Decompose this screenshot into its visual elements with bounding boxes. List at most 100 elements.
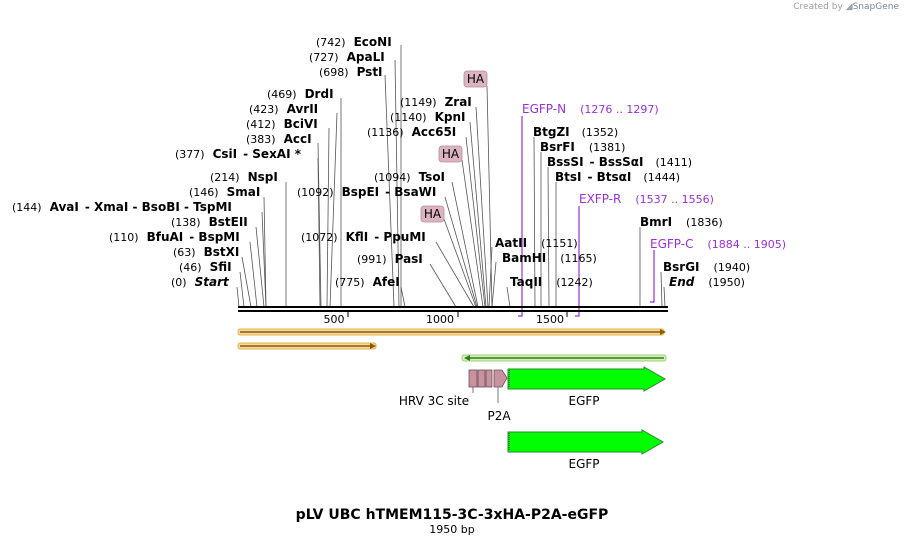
site-labels-left: (742)EcoNI (727)ApaLI (698)PstI (469)Drd… [12, 35, 392, 289]
egfp-label-2: EGFP [568, 457, 599, 471]
feature-ticks [472, 387, 499, 403]
site-pos: (1352) [582, 126, 619, 139]
site-label: (1094) TsoI [374, 170, 445, 184]
site-name: PasI [395, 252, 423, 266]
site-extra: - BtsαI [588, 170, 632, 184]
site-label: TaqII (1242) [510, 275, 593, 289]
site-pos: (775) [335, 276, 365, 289]
site-name: KpnI [435, 110, 466, 124]
credit-brand: SnapGene [852, 2, 899, 12]
primer-label: EGFP-C(1884 .. 1905) [650, 237, 786, 251]
site-name: DrdI [305, 87, 334, 101]
site-pos: (1149) [400, 96, 437, 109]
site-pos: (1140) [390, 111, 427, 124]
site-pos: (1092) [297, 186, 334, 199]
site-label: (1092)BspEI- BsaWI [297, 185, 436, 199]
site-pos: (1094) [374, 171, 411, 184]
site-pos: (423) [249, 103, 279, 116]
site-extra: - BsaWI [385, 185, 436, 199]
primer-range: (1537 .. 1556) [635, 193, 714, 206]
site-name: SfiI [210, 260, 232, 274]
site-labels-right: BtgZI(1352) BsrFI(1381) BssSI- BssSαI(14… [495, 125, 750, 289]
ha-tag-3: HA [420, 205, 445, 223]
hrv-3c-label: HRV 3C site [399, 394, 469, 408]
site-pos: (1444) [643, 171, 680, 184]
site-label: (377) CsiI - SexAI * [175, 147, 302, 161]
site-label: (146) SmaI [189, 185, 260, 199]
site-name: ApaLI [347, 50, 385, 64]
site-leader-lines [236, 45, 666, 308]
site-extra: - SexAI * [243, 147, 302, 161]
primer-labels: EGFP-N(1276 .. 1297) EXFP-R(1537 .. 1556… [522, 102, 786, 251]
site-pos: (1940) [714, 261, 751, 274]
egfp-arrow-2 [507, 429, 665, 455]
site-name: BciVI [284, 117, 318, 131]
site-name: BfuAI [147, 230, 184, 244]
site-label: (1072)KflI- PpuMI [301, 230, 426, 244]
site-label: (469) DrdI [267, 87, 334, 101]
site-label: (412) BciVI [246, 117, 318, 131]
site-name: AccI [284, 132, 312, 146]
site-label: (0)Start [171, 275, 230, 289]
site-label: BsrGI (1940) [663, 260, 750, 274]
primer-brackets [518, 116, 655, 317]
site-name: Acc65I [412, 125, 457, 139]
site-name: TsoI [419, 170, 445, 184]
site-label: BmrI(1836) [640, 215, 723, 229]
site-name: SmaI [227, 185, 261, 199]
orf-bars [237, 328, 667, 362]
site-name: AfeI [373, 275, 400, 289]
site-name: AvaI [50, 200, 79, 214]
site-label: End(1950) [669, 275, 745, 289]
site-label: BssSI- BssSαI(1411) [547, 155, 692, 169]
site-pos: (1836) [686, 216, 723, 229]
primer-range: (1884 .. 1905) [707, 238, 786, 251]
site-pos: (1242) [556, 276, 593, 289]
site-name: TaqII [510, 275, 542, 289]
site-name: Start [195, 275, 230, 289]
ruler-500: 500 [324, 313, 345, 326]
site-pos: (1411) [656, 156, 693, 169]
site-label: AatII(1151) [495, 236, 578, 250]
ha-leader-lines [443, 85, 493, 308]
site-name: AvrII [287, 102, 319, 116]
ruler-ticks: 500 1000 1500 [324, 313, 565, 326]
site-pos: (469) [267, 88, 297, 101]
site-extra: - BspMI [189, 230, 239, 244]
dna-backbone [238, 306, 668, 317]
site-pos: (1136) [367, 126, 404, 139]
site-label: (214)NspI [210, 170, 278, 184]
site-label: BamHI(1165) [502, 251, 597, 265]
site-label: (775) AfeI [335, 275, 400, 289]
site-pos: (146) [189, 186, 219, 199]
site-name: BsrFI [540, 140, 575, 154]
site-label: (383)AccI [246, 132, 312, 146]
site-label: (727) ApaLI [309, 50, 385, 64]
hrv-ha-blocks [468, 369, 508, 388]
credit-prefix: Created by [793, 2, 843, 12]
site-name: BstXI [204, 245, 240, 259]
snapgene-credit: Created by ◢SnapGene [793, 2, 899, 12]
site-label: (1149)ZraI [400, 95, 472, 109]
site-label: (144)AvaI- XmaI - BsoBI - TspMI [12, 200, 232, 214]
site-label: BtsI- BtsαI(1444) [555, 170, 680, 184]
site-pos: (46) [179, 261, 202, 274]
site-extra: - XmaI - BsoBI - TspMI [85, 200, 232, 214]
site-pos: (742) [316, 36, 346, 49]
site-pos: (377) [175, 148, 205, 161]
site-extra: - BssSαI [590, 155, 644, 169]
site-name: CsiI [213, 147, 238, 161]
egfp-arrow-1 [507, 366, 667, 392]
site-pos: (1151) [541, 237, 578, 250]
site-name: BsrGI [663, 260, 700, 274]
primer-label: EXFP-R(1537 .. 1556) [579, 192, 714, 206]
site-label: (46) SfiI [179, 260, 232, 274]
p2a-label: P2A [487, 409, 511, 423]
site-extra: - PpuMI [374, 230, 426, 244]
site-pos: (412) [246, 118, 276, 131]
site-label: (110)BfuAI- BspMI [109, 230, 240, 244]
site-pos: (727) [309, 51, 339, 64]
egfp-label-1: EGFP [568, 394, 599, 408]
site-label: (138)BstEII [171, 215, 248, 229]
site-pos: (1950) [708, 276, 745, 289]
